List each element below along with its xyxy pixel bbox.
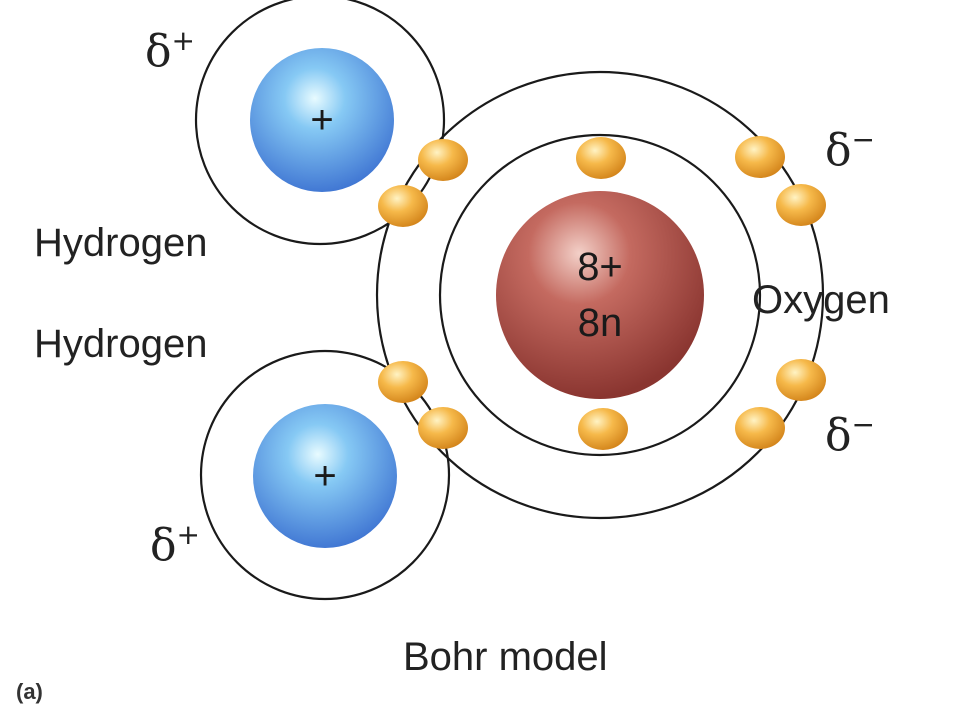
electron — [776, 359, 826, 401]
partial-charge-oxygen-top: δ− — [825, 123, 875, 176]
hydrogen-top-label: Hydrogen — [34, 221, 207, 265]
electrons — [378, 136, 826, 450]
electron — [418, 139, 468, 181]
oxygen-nucleus-protons: 8+ — [577, 245, 623, 289]
hydrogen-top-nucleus-charge: + — [310, 98, 333, 142]
electron — [735, 136, 785, 178]
electron — [378, 185, 428, 227]
hydrogen-top-nucleus — [250, 48, 394, 192]
hydrogen-top-shell — [194, 0, 446, 246]
electron — [576, 137, 626, 179]
partial-charge-top-hydrogen: δ+ — [145, 24, 195, 77]
hydrogen-bottom-shell — [199, 349, 451, 601]
oxygen-nucleus — [496, 191, 704, 399]
electron — [418, 407, 468, 449]
oxygen-nucleus-neutrons: 8n — [578, 301, 623, 345]
panel-label: (a) — [16, 679, 43, 704]
diagram-title: Bohr model — [403, 635, 608, 679]
oxygen-outer-shell — [375, 70, 825, 520]
partial-charge-oxygen-bottom: δ− — [825, 408, 875, 461]
electron — [578, 408, 628, 450]
electron — [776, 184, 826, 226]
oxygen-inner-shell — [438, 133, 762, 457]
hydrogen-bottom-nucleus-charge: + — [313, 454, 336, 498]
partial-charge-bottom-hydrogen: δ+ — [150, 518, 200, 571]
hydrogen-bottom-nucleus — [253, 404, 397, 548]
electron — [378, 361, 428, 403]
hydrogen-bottom-label: Hydrogen — [34, 322, 207, 366]
electron — [735, 407, 785, 449]
oxygen-label: Oxygen — [752, 278, 890, 322]
